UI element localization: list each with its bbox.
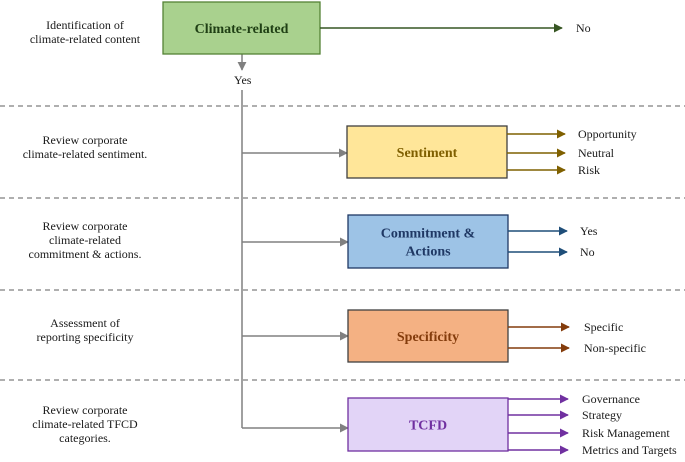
stage-box-label-specificity: Specificity: [397, 330, 459, 345]
stage-box-sentiment: [346, 125, 508, 179]
output-label-commitment: Yes: [580, 224, 598, 238]
stage-description-specificity: reporting specificity: [37, 330, 134, 344]
stage-box-label-commitment: Actions: [405, 245, 451, 260]
stage-box-label-tcfd: TCFD: [409, 419, 447, 434]
stage-description-sentiment: climate-related sentiment.: [23, 147, 148, 161]
output-label-specificity: Specific: [584, 320, 623, 334]
stage-description-tcfd: climate-related TFCD: [32, 417, 138, 431]
output-label-tcfd: Governance: [582, 392, 640, 406]
stage-description-specificity: Assessment of: [50, 316, 120, 330]
stage-box-specificity: [347, 309, 509, 363]
stage-box-label-sentiment: Sentiment: [397, 146, 458, 161]
output-label-sentiment: Risk: [578, 163, 600, 177]
stage-box-commitment: [347, 214, 509, 269]
stage-description-commitment: commitment & actions.: [29, 247, 142, 261]
output-label-tcfd: Risk Management: [582, 426, 670, 440]
output-label-specificity: Non-specific: [584, 341, 646, 355]
stage-description-climate: Identification of: [46, 18, 124, 32]
stage-box-label-climate: Climate-related: [195, 22, 289, 37]
stage-description-commitment: Review corporate: [43, 219, 128, 233]
output-label-commitment: No: [580, 245, 595, 259]
no-label: No: [576, 21, 591, 35]
stage-description-commitment: climate-related: [49, 233, 121, 247]
output-label-tcfd: Metrics and Targets: [582, 443, 677, 457]
stage-description-climate: climate-related content: [30, 32, 141, 46]
output-label-sentiment: Opportunity: [578, 127, 637, 141]
stage-box-tcfd: [347, 397, 509, 452]
stage-description-tcfd: Review corporate: [43, 403, 128, 417]
stage-box-label-commitment: Commitment &: [381, 227, 475, 242]
yes-label: Yes: [234, 73, 252, 87]
stage-description-sentiment: Review corporate: [43, 133, 128, 147]
output-label-tcfd: Strategy: [582, 408, 622, 422]
output-label-sentiment: Neutral: [578, 146, 615, 160]
stage-box-climate: [162, 1, 321, 55]
stage-description-tcfd: categories.: [59, 431, 111, 445]
